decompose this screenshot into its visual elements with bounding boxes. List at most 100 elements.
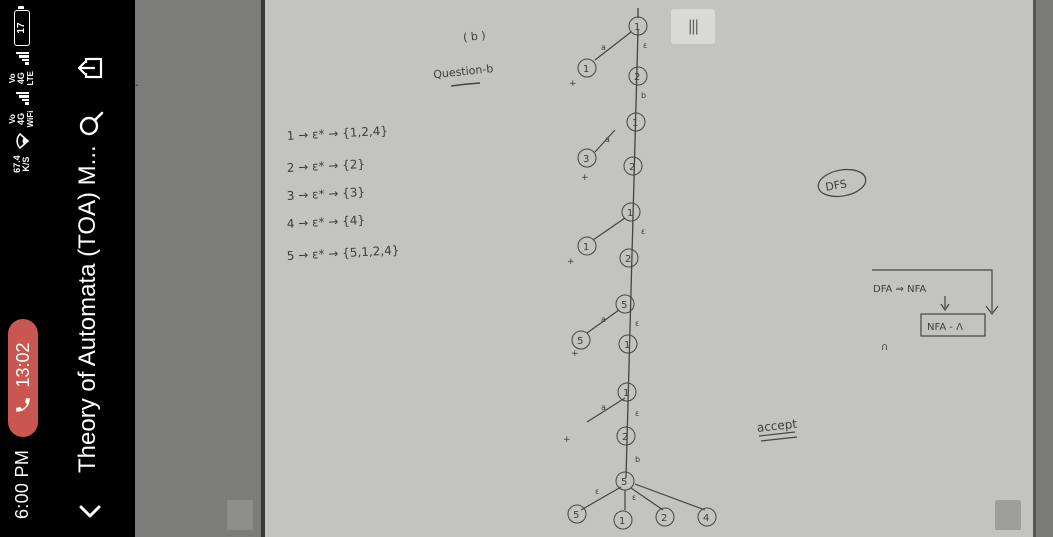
accept-label: accept bbox=[756, 417, 798, 435]
status-time: 6:00 PM bbox=[12, 449, 32, 519]
status-bar: 6:00 PM 13:02 67.4 K/S Vo 4G WiFi Vo bbox=[0, 0, 44, 537]
share-icon[interactable] bbox=[76, 54, 104, 82]
tree-node: 5 bbox=[615, 471, 635, 491]
edge-label-a: a bbox=[601, 315, 606, 324]
tree-node: 5 bbox=[571, 330, 591, 350]
phone-chrome: 6:00 PM 13:02 67.4 K/S Vo 4G WiFi Vo bbox=[0, 0, 135, 537]
battery-icon: 17 bbox=[13, 10, 30, 46]
dead-state-mark: + bbox=[569, 79, 577, 89]
tree-node-label: 1 bbox=[624, 340, 630, 351]
conversion-arrow-head bbox=[985, 305, 999, 315]
tree-node: 1 bbox=[621, 202, 641, 222]
dfs-label: DFS bbox=[824, 177, 848, 194]
closure-line-5: 5 → ε* → {5,1,2,4} bbox=[286, 243, 399, 263]
dead-state-mark: + bbox=[581, 173, 589, 183]
tree-node: 1 bbox=[613, 510, 633, 530]
phone-icon bbox=[16, 397, 30, 412]
dead-state-mark: + bbox=[563, 435, 571, 445]
app-bar: Theory of Automata (TOA) M... bbox=[60, 0, 120, 537]
conversion-box: NFA - Λ bbox=[927, 322, 963, 333]
question-heading: Question-b bbox=[433, 62, 494, 81]
tree-node: 5 bbox=[615, 294, 635, 314]
tree-edge bbox=[634, 483, 706, 511]
tree-edge bbox=[630, 487, 664, 511]
tree-node: 3 bbox=[577, 148, 597, 168]
edge-label-e: ε bbox=[595, 487, 599, 496]
player-control-right[interactable] bbox=[995, 500, 1021, 530]
nfa-lambda-box bbox=[920, 313, 986, 337]
tree-node-label: 3 bbox=[583, 154, 589, 165]
tree-node-label: 1 bbox=[583, 64, 589, 75]
edge-label-e: ε bbox=[632, 493, 636, 502]
heading-underline bbox=[450, 82, 481, 87]
tree-node: 2 bbox=[655, 507, 675, 527]
whiteboard-drawing: - ( b ) Question-b 1 → ε* → {1,2,4} 2 → … bbox=[135, 8, 999, 530]
edge-label-a: a bbox=[605, 135, 610, 144]
tree-node: 1 bbox=[617, 382, 637, 402]
signal-strength-icon-2 bbox=[15, 52, 29, 65]
tree-node: 1 bbox=[577, 236, 597, 256]
tree-node: 1 bbox=[628, 16, 648, 36]
wifi-indicator-mid: 4G bbox=[16, 112, 26, 125]
tree-node: 2 bbox=[623, 156, 643, 176]
tree-node-label: 1 bbox=[619, 516, 625, 527]
tree-node: 5 bbox=[567, 504, 587, 524]
edge-label-e: ε bbox=[643, 41, 647, 50]
tree-node: 1 bbox=[618, 334, 638, 354]
tree-node-label: 1 bbox=[632, 118, 638, 129]
tree-trunk bbox=[625, 29, 639, 479]
video-title: Theory of Automata (TOA) M... bbox=[74, 145, 101, 473]
dfs-circle bbox=[817, 168, 867, 198]
network-speed: 67.4 K/S bbox=[12, 155, 31, 173]
tree-node-label: 5 bbox=[573, 510, 579, 521]
conversion-down-arrow bbox=[940, 296, 950, 312]
tree-node-label: 2 bbox=[629, 162, 635, 173]
video-left-margin bbox=[135, 0, 261, 537]
tree-node-label: 2 bbox=[622, 432, 628, 443]
ongoing-call-chip[interactable]: 13:02 bbox=[8, 319, 38, 437]
tree-node: 1 bbox=[577, 58, 597, 78]
pause-icon: ||| bbox=[688, 17, 699, 35]
tree-edge bbox=[586, 309, 620, 334]
signal-strength-icon bbox=[15, 91, 29, 105]
tree-node: 4 bbox=[697, 507, 717, 527]
pause-button[interactable]: ||| bbox=[671, 9, 715, 44]
stray-mark: ∩ bbox=[881, 342, 888, 353]
search-icon[interactable] bbox=[78, 111, 104, 137]
wifi-indicator-bottom: WiFi bbox=[26, 110, 35, 128]
whiteboard-sheet bbox=[263, 0, 1035, 537]
tree-node: 2 bbox=[619, 248, 639, 268]
tree-node-label: 2 bbox=[661, 513, 667, 524]
wifi-calling-indicator: Vo 4G WiFi bbox=[8, 111, 35, 128]
lte-indicator-bottom: LTE bbox=[26, 71, 35, 86]
call-duration: 13:02 bbox=[12, 342, 33, 388]
edge-label-e: ε bbox=[641, 227, 645, 236]
battery-level: 17 bbox=[16, 22, 27, 34]
stray-mark: - bbox=[135, 80, 139, 91]
closure-line-3: 3 → ε* → {3} bbox=[286, 185, 365, 203]
tree-node-label: 5 bbox=[577, 336, 583, 347]
wifi-icon bbox=[15, 133, 29, 150]
edge-label-a: a bbox=[601, 403, 606, 412]
dead-state-mark: + bbox=[567, 257, 575, 267]
tree-node-label: 4 bbox=[703, 513, 709, 524]
conversion-arrow bbox=[872, 269, 993, 312]
edge-label-b: b bbox=[635, 455, 640, 464]
tree-edge bbox=[580, 486, 622, 511]
edge-label-a: a bbox=[601, 43, 606, 52]
video-player[interactable]: - ( b ) Question-b 1 → ε* → {1,2,4} 2 → … bbox=[135, 0, 1053, 537]
player-control-left[interactable] bbox=[227, 500, 253, 530]
chevron-back-icon[interactable] bbox=[78, 499, 102, 523]
tree-node: 2 bbox=[628, 66, 648, 86]
heading-part-label: ( b ) bbox=[462, 29, 486, 44]
sheet-left-edge bbox=[261, 0, 265, 537]
closure-line-1: 1 → ε* → {1,2,4} bbox=[286, 124, 388, 143]
sheet-right-edge bbox=[1033, 0, 1036, 537]
lte-indicator: Vo 4G LTE bbox=[8, 71, 35, 86]
closure-line-4: 4 → ε* → {4} bbox=[286, 213, 365, 231]
tree-node-label: 1 bbox=[583, 242, 589, 253]
edge-label-e: ε bbox=[635, 409, 639, 418]
lte-indicator-mid: 4G bbox=[16, 72, 26, 85]
tree-node-label: 1 bbox=[627, 208, 633, 219]
dead-state-mark: + bbox=[571, 349, 579, 359]
